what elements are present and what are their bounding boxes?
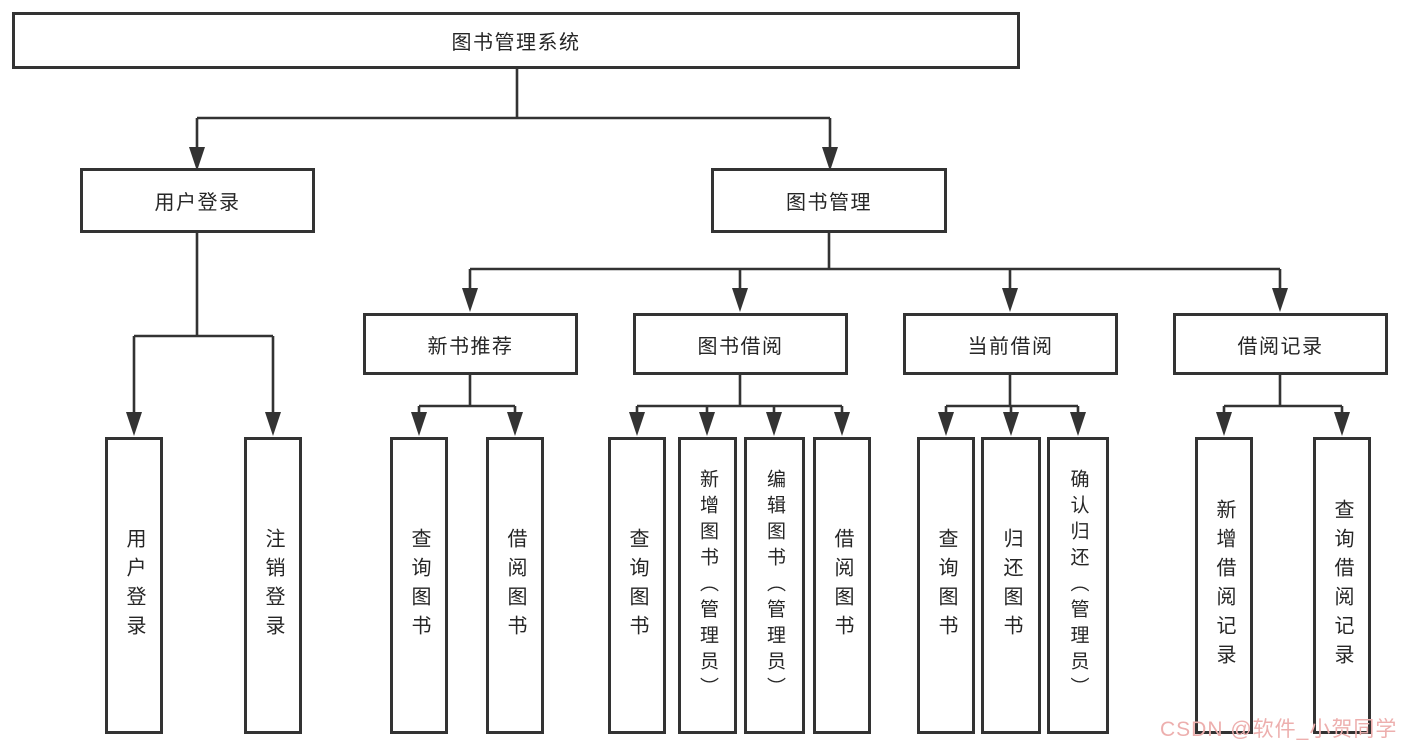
leaf-record-query: 查询借阅记录	[1313, 437, 1371, 734]
node-book-borrow: 图书借阅	[633, 313, 848, 375]
node-current-borrow-label: 当前借阅	[967, 335, 1054, 358]
node-root: 图书管理系统	[12, 12, 1020, 69]
leaf-borrow-add-book-admin: 新增图书（管理员）	[678, 437, 737, 734]
node-book-borrow-label: 图书借阅	[697, 335, 784, 358]
leaf-borrow-edit-book-admin: 编辑图书（管理员）	[744, 437, 805, 734]
node-new-book-recommend: 新书推荐	[363, 313, 578, 375]
node-book-management: 图书管理	[711, 168, 947, 233]
leaf-record-add: 新增借阅记录	[1195, 437, 1253, 734]
leaf-recommend-borrow-book-label: 借阅图书	[504, 527, 526, 644]
leaf-current-query-book: 查询图书	[917, 437, 975, 734]
leaf-current-return-book: 归还图书	[981, 437, 1041, 734]
leaf-logout: 注销登录	[244, 437, 302, 734]
csdn-watermark: CSDN @软件_小贺同学	[1160, 718, 1398, 741]
leaf-record-query-label: 查询借阅记录	[1331, 498, 1353, 673]
node-user-login: 用户登录	[80, 168, 315, 233]
node-borrow-record-label: 借阅记录	[1237, 335, 1324, 358]
leaf-current-confirm-return-admin: 确认归还（管理员）	[1047, 437, 1109, 734]
leaf-user-login: 用户登录	[105, 437, 163, 734]
leaf-current-return-book-label: 归还图书	[1000, 527, 1022, 644]
leaf-recommend-borrow-book: 借阅图书	[486, 437, 544, 734]
leaf-borrow-query-book: 查询图书	[608, 437, 666, 734]
node-borrow-record: 借阅记录	[1173, 313, 1388, 375]
leaf-logout-label: 注销登录	[262, 527, 284, 644]
leaf-user-login-label: 用户登录	[123, 527, 145, 644]
node-new-book-recommend-label: 新书推荐	[427, 335, 514, 358]
node-book-management-label: 图书管理	[786, 192, 872, 214]
leaf-current-confirm-return-admin-label: 确认归还（管理员）	[1067, 468, 1089, 703]
node-root-label: 图书管理系统	[451, 32, 581, 54]
leaf-recommend-query-book-label: 查询图书	[408, 527, 430, 644]
leaf-borrow-add-book-admin-label: 新增图书（管理员）	[697, 468, 718, 703]
leaf-current-query-book-label: 查询图书	[935, 527, 957, 644]
leaf-borrow-edit-book-admin-label: 编辑图书（管理员）	[764, 468, 785, 703]
node-user-login-label: 用户登录	[154, 192, 241, 214]
leaf-record-add-label: 新增借阅记录	[1213, 498, 1235, 673]
leaf-recommend-query-book: 查询图书	[390, 437, 448, 734]
leaf-borrow-query-book-label: 查询图书	[626, 527, 648, 644]
leaf-borrow-borrow-book: 借阅图书	[813, 437, 871, 734]
node-current-borrow: 当前借阅	[903, 313, 1118, 375]
leaf-borrow-borrow-book-label: 借阅图书	[831, 527, 853, 644]
